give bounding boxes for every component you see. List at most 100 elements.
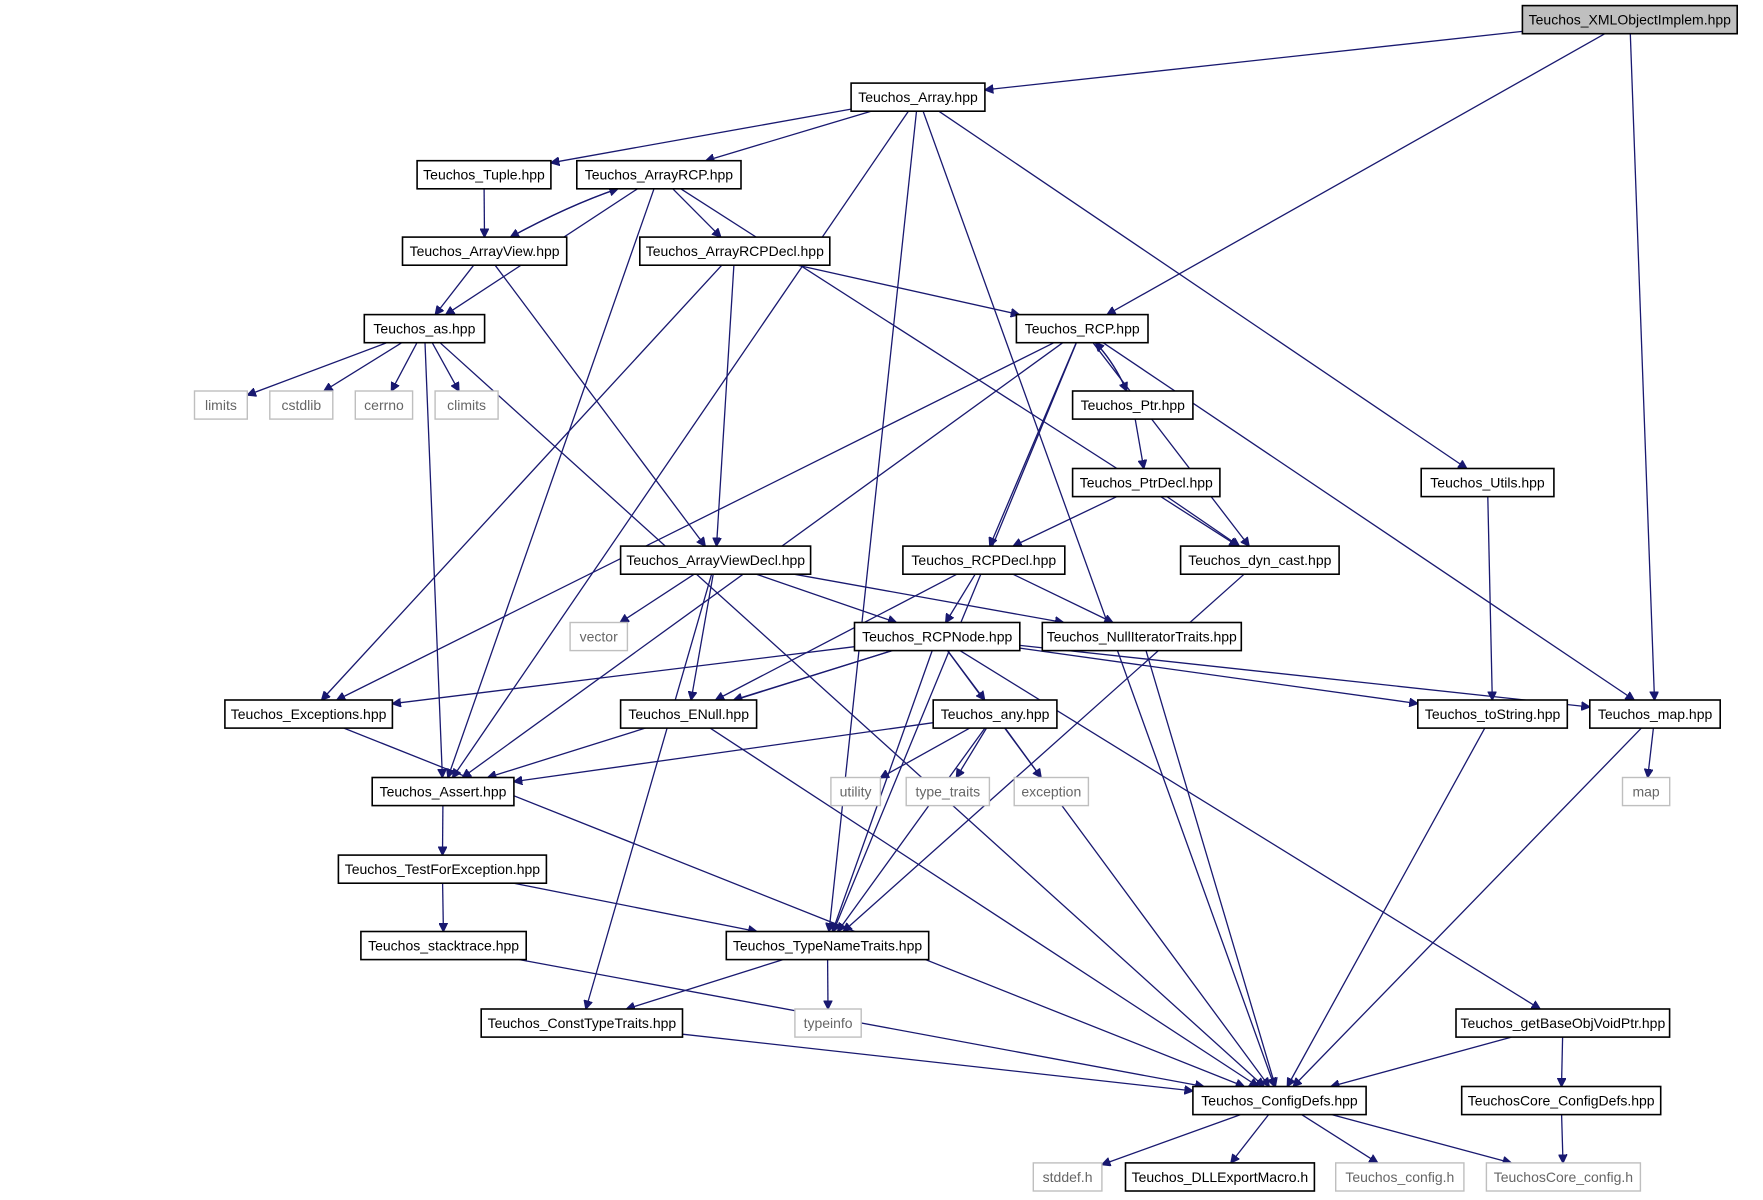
node-label: vector xyxy=(580,629,618,645)
node-box xyxy=(1032,1162,1103,1192)
node-label: Teuchos_any.hpp xyxy=(941,706,1050,722)
node-box xyxy=(569,621,629,652)
node-label: Teuchos_Assert.hpp xyxy=(380,784,507,800)
node-ptrdecl[interactable]: Teuchos_PtrDecl.hpp xyxy=(1071,467,1221,498)
edge-ptr-to-ptrdecl xyxy=(1134,418,1144,468)
node-stacktrace[interactable]: Teuchos_stacktrace.hpp xyxy=(360,930,527,961)
node-box xyxy=(619,545,812,575)
node-label: typeinfo xyxy=(804,1015,853,1031)
node-tostring[interactable]: Teuchos_toString.hpp xyxy=(1417,699,1569,729)
edge-ptrdecl-to-dyncast xyxy=(1166,496,1239,546)
node-box xyxy=(575,159,742,190)
node-box xyxy=(360,930,527,961)
node-utility: utility xyxy=(830,776,882,807)
node-typename[interactable]: Teuchos_TypeNameTraits.hpp xyxy=(725,930,930,961)
node-arrayrcpdecl[interactable]: Teuchos_ArrayRCPDecl.hpp xyxy=(638,236,831,267)
node-label: Teuchos_Array.hpp xyxy=(858,89,978,105)
node-box xyxy=(224,699,394,729)
node-label: cerrno xyxy=(364,397,404,413)
edge-array-to-tuple xyxy=(551,108,852,163)
node-box xyxy=(1521,4,1739,35)
edge-arrayrcpdecl-to-rcp xyxy=(797,264,1020,314)
node-box xyxy=(434,390,499,420)
edge-map-to-configdefs xyxy=(1293,727,1642,1086)
node-box xyxy=(1455,1008,1671,1038)
node-utils[interactable]: Teuchos_Utils.hpp xyxy=(1420,467,1555,498)
edge-testforexc-to-typename xyxy=(513,882,757,931)
edge-rcpdecl-to-enull xyxy=(716,573,958,700)
node-xmlobj[interactable]: Teuchos_XMLObjectImplem.hpp xyxy=(1521,4,1739,35)
node-label: Teuchos_ArrayRCPDecl.hpp xyxy=(646,243,824,259)
edge-map-to-mapext xyxy=(1648,728,1655,777)
node-arrayviewdecl[interactable]: Teuchos_ArrayViewDecl.hpp xyxy=(619,545,812,575)
node-box xyxy=(1071,390,1194,420)
node-rcpdecl[interactable]: Teuchos_RCPDecl.hpp xyxy=(902,545,1066,575)
node-getbase[interactable]: Teuchos_getBaseObjVoidPtr.hpp xyxy=(1455,1008,1671,1038)
node-box xyxy=(480,1008,684,1038)
edge-rcpnode-to-exceptions xyxy=(392,646,855,704)
nodes-layer: Teuchos_XMLObjectImplem.hppTeuchos_Array… xyxy=(193,4,1739,1192)
edge-rcp-to-exceptions xyxy=(337,342,1055,700)
node-box xyxy=(1013,776,1090,807)
edge-any-to-assert xyxy=(514,722,934,782)
node-array[interactable]: Teuchos_Array.hpp xyxy=(850,82,986,112)
node-ptr[interactable]: Teuchos_Ptr.hpp xyxy=(1071,390,1194,420)
node-any[interactable]: Teuchos_any.hpp xyxy=(932,699,1058,729)
node-nulliter[interactable]: Teuchos_NullIteratorTraits.hpp xyxy=(1041,621,1243,652)
node-exceptions[interactable]: Teuchos_Exceptions.hpp xyxy=(224,699,394,729)
node-arrayview[interactable]: Teuchos_ArrayView.hpp xyxy=(401,236,568,267)
node-map[interactable]: Teuchos_map.hpp xyxy=(1589,699,1722,729)
node-testforexc[interactable]: Teuchos_TestForException.hpp xyxy=(337,854,548,884)
edge-tostring-to-configdefs xyxy=(1287,727,1486,1086)
node-cerrno: cerrno xyxy=(354,390,414,420)
edge-arrayrcp-to-assert xyxy=(448,188,655,778)
edge-array-to-arrayrcp xyxy=(706,110,872,161)
node-box xyxy=(1621,776,1671,807)
node-label: Teuchos_RCP.hpp xyxy=(1025,321,1140,337)
edge-configdefs-to-dllexport xyxy=(1231,1114,1270,1163)
node-rcpnode[interactable]: Teuchos_RCPNode.hpp xyxy=(853,621,1021,652)
edge-arrayrcpdecl-to-exceptions xyxy=(322,264,723,700)
edge-configdefs-to-stddef xyxy=(1102,1113,1241,1165)
node-box xyxy=(193,390,248,420)
node-tuple[interactable]: Teuchos_Tuple.hpp xyxy=(416,159,552,190)
node-box xyxy=(1192,1085,1367,1116)
node-box xyxy=(1420,467,1555,498)
node-box xyxy=(1589,699,1722,729)
node-enull[interactable]: Teuchos_ENull.hpp xyxy=(619,699,758,729)
edge-arrayview-to-arrayrcp xyxy=(510,189,618,238)
node-label: Teuchos_ENull.hpp xyxy=(628,706,749,722)
node-box xyxy=(830,776,882,807)
node-label: Teuchos_TestForException.hpp xyxy=(345,861,541,877)
node-consttype[interactable]: Teuchos_ConstTypeTraits.hpp xyxy=(480,1008,684,1038)
node-cstdlib: cstdlib xyxy=(269,390,334,420)
node-box xyxy=(1417,699,1569,729)
node-configdefs[interactable]: Teuchos_ConfigDefs.hpp xyxy=(1192,1085,1367,1116)
node-coreconfig: TeuchosCore_config.h xyxy=(1485,1162,1642,1192)
edge-configdefs-to-coreconfig xyxy=(1331,1113,1512,1163)
node-dyncast[interactable]: Teuchos_dyn_cast.hpp xyxy=(1179,545,1340,575)
node-rcp[interactable]: Teuchos_RCP.hpp xyxy=(1015,313,1149,344)
node-assert[interactable]: Teuchos_Assert.hpp xyxy=(371,776,515,807)
edge-nulliter-to-configdefs xyxy=(1145,650,1275,1087)
edge-rcpnode-to-tostring xyxy=(1019,647,1418,704)
node-label: climits xyxy=(447,397,486,413)
node-coreconfigdefs[interactable]: TeuchosCore_ConfigDefs.hpp xyxy=(1460,1085,1662,1116)
node-label: Teuchos_ConstTypeTraits.hpp xyxy=(488,1015,677,1031)
node-dllexport[interactable]: Teuchos_DLLExportMacro.h xyxy=(1124,1162,1316,1192)
node-climits: climits xyxy=(434,390,499,420)
node-label: TeuchosCore_config.h xyxy=(1494,1169,1633,1185)
node-as[interactable]: Teuchos_as.hpp xyxy=(363,313,486,344)
edge-rcp-to-dyncast xyxy=(1092,342,1249,546)
edge-consttype-to-configdefs xyxy=(682,1033,1193,1091)
node-label: stddef.h xyxy=(1043,1169,1093,1185)
edge-coreconfigdefs-to-coreconfig xyxy=(1562,1114,1563,1163)
edge-arrayviewdecl-to-enull xyxy=(691,574,714,700)
node-arrayrcp[interactable]: Teuchos_ArrayRCP.hpp xyxy=(575,159,742,190)
node-typetraits: type_traits xyxy=(905,776,991,807)
node-label: Teuchos_ConfigDefs.hpp xyxy=(1201,1093,1358,1109)
node-label: utility xyxy=(840,784,872,800)
edge-xmlobj-to-rcp xyxy=(1107,33,1606,315)
node-box xyxy=(1041,621,1243,652)
node-label: Teuchos_config.h xyxy=(1345,1169,1454,1185)
